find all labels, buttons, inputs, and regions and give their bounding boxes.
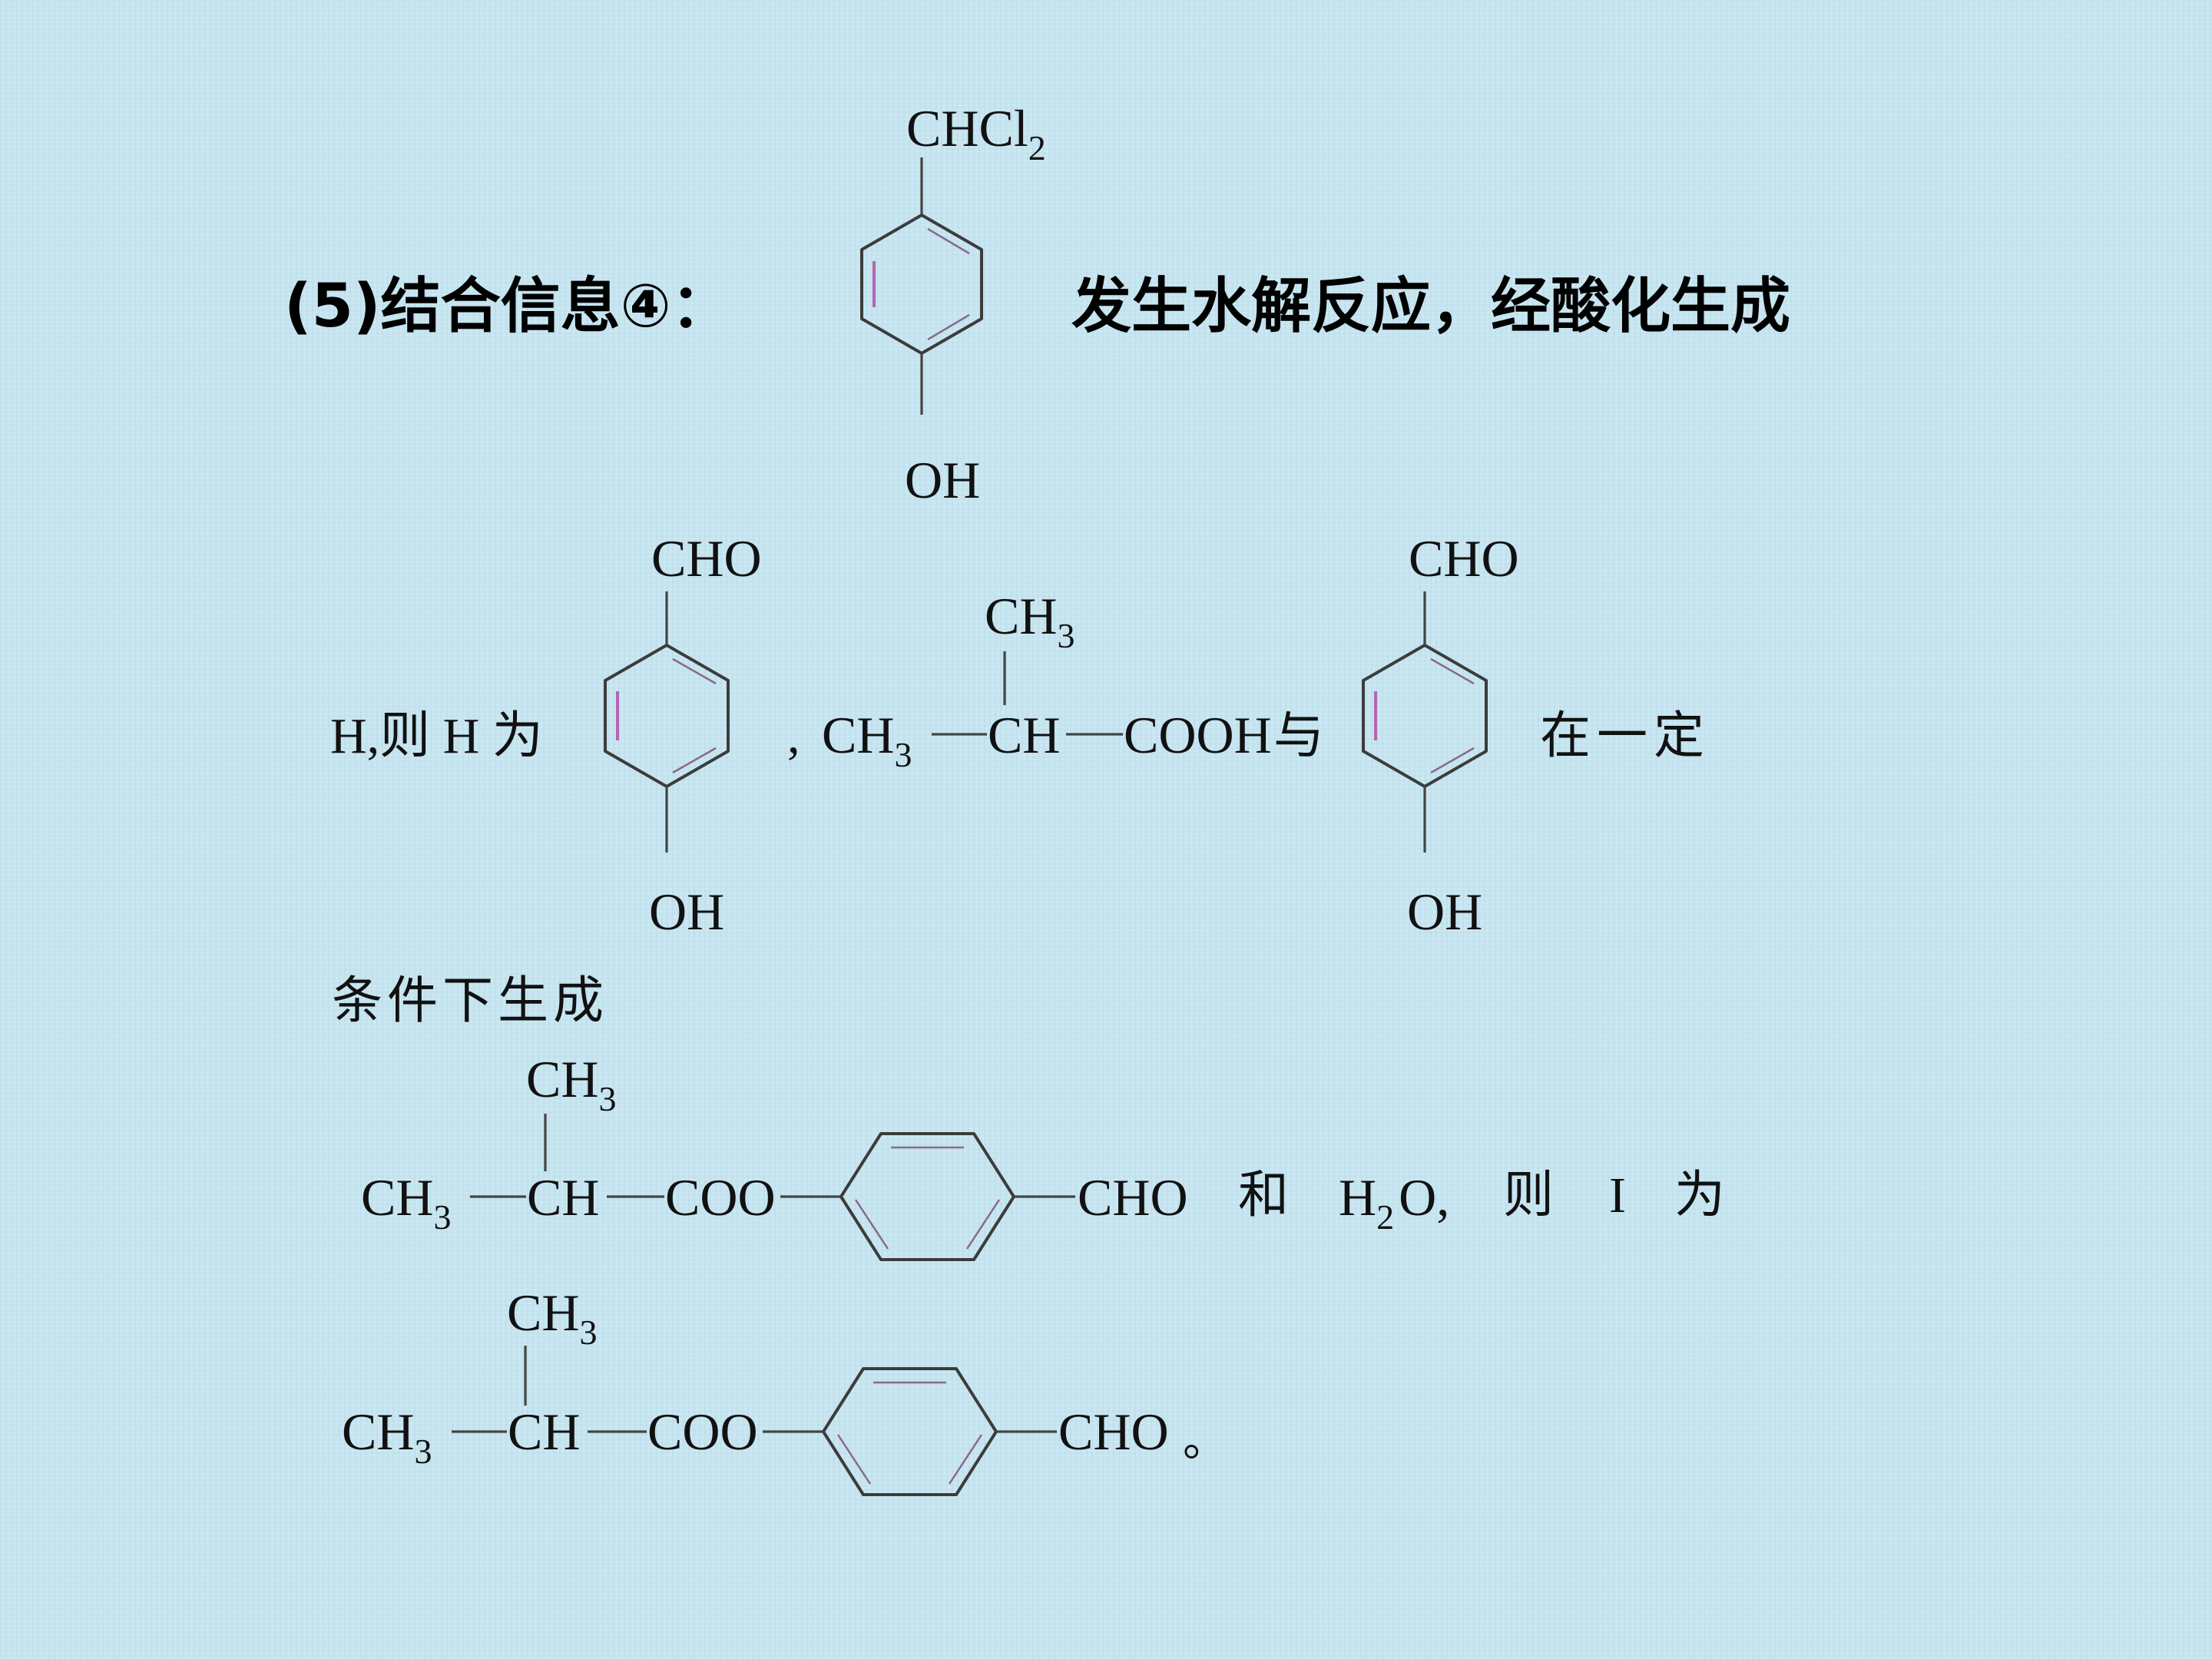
ester-double-bond-3	[965, 1199, 1001, 1250]
ester-top-ch3: CH3	[526, 1050, 616, 1118]
step-tail-text: 发生水解反应，经酸化生成	[1071, 272, 1790, 341]
reactant-oh: OH	[905, 451, 980, 509]
acid-ch: CH	[988, 706, 1060, 764]
reactant-top-group: CHCl2	[906, 99, 1046, 167]
line2-lead: H,则 H 为	[330, 708, 543, 764]
product1-is: 为	[1674, 1167, 1725, 1224]
line2-tail: 在一定	[1540, 708, 1710, 764]
step-label: (5)结合信息④：	[284, 272, 731, 341]
acid-cooh: COOH	[1124, 706, 1272, 764]
acid-top-ch3: CH3	[985, 587, 1075, 655]
compound-h-double-bond-2	[672, 747, 717, 774]
reactant-double-bond-2	[927, 313, 970, 341]
reactant-structure: CHCl2 OH	[860, 99, 1046, 509]
acid-left-ch3: CH3	[822, 706, 912, 774]
compound-i-period: 。	[1183, 1416, 1227, 1465]
line2-and: 与	[1273, 708, 1324, 764]
product1-and: 和	[1238, 1167, 1289, 1224]
aldehyde-2-double-bond-1	[1430, 657, 1475, 685]
compound-i-benzene-ring	[822, 1367, 998, 1496]
compound-h-double-bond-1	[672, 657, 717, 685]
aldehyde-2-cho: CHO	[1409, 529, 1519, 588]
compound-h-cho: CHO	[651, 529, 762, 588]
product1-i: I	[1609, 1167, 1626, 1224]
ester-coo: COO	[665, 1168, 776, 1227]
compound-i-left-ch3: CH3	[342, 1402, 432, 1471]
ester-cho: CHO	[1078, 1168, 1188, 1227]
aldehyde-2-structure: CHO OH	[1362, 529, 1519, 941]
aldehyde-2-oh: OH	[1407, 882, 1482, 941]
aldehyde-2-double-bond-2	[1430, 747, 1475, 774]
compound-h-structure: CHO OH	[604, 529, 762, 941]
ester-double-bond-2	[854, 1199, 889, 1250]
compound-i-double-bond-2	[836, 1434, 872, 1485]
water-formula: H2O,	[1339, 1168, 1449, 1237]
line2-comma: ,	[787, 708, 800, 764]
ester-product-structure: CH3 CH3 CH COO CHO	[361, 1050, 1188, 1261]
compound-h-benzene-ring	[604, 644, 730, 788]
compound-i-cho: CHO	[1058, 1402, 1169, 1461]
compound-i-coo: COO	[647, 1402, 758, 1461]
reactant-benzene-ring	[860, 214, 983, 355]
ester-benzene-ring	[839, 1132, 1015, 1261]
compound-i-structure: CH3 CH3 CH COO CHO 。	[342, 1283, 1227, 1496]
ester-left-ch3: CH3	[361, 1168, 451, 1237]
isobutyric-acid-structure: CH3 CH3 CH COOH	[822, 587, 1272, 774]
compound-i-double-bond-3	[948, 1434, 983, 1485]
compound-h-oh: OH	[649, 882, 724, 941]
ester-ch: CH	[527, 1168, 599, 1227]
aldehyde-2-benzene-ring	[1362, 644, 1488, 788]
product1-then: 则	[1503, 1167, 1554, 1224]
reactant-double-bond-1	[927, 227, 970, 255]
compound-i-top-ch3: CH3	[507, 1283, 597, 1352]
compound-i-ch: CH	[508, 1402, 580, 1461]
line3-text: 条件下生成	[332, 973, 608, 1029]
